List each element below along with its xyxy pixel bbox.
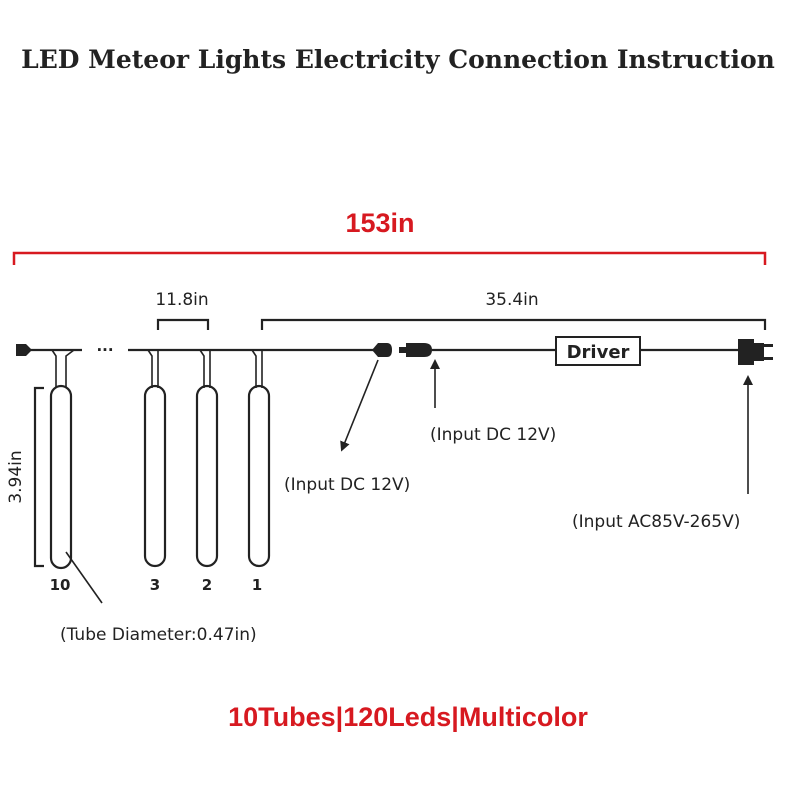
tube-number-2: 2: [202, 576, 212, 594]
driver-box: [555, 336, 641, 366]
total-length-bracket: [12, 251, 767, 265]
end-cap: [16, 344, 32, 356]
female-dc-connector: [372, 343, 392, 357]
tube-diameter-pointer: [65, 551, 103, 604]
ac-plug: [738, 339, 773, 365]
driver-label: Driver: [567, 342, 630, 363]
page-title: LED Meteor Lights Electricity Connection…: [21, 45, 775, 74]
female-dc-arrow: [340, 359, 379, 452]
spacing-bracket: [156, 318, 210, 330]
tube-10: [49, 349, 75, 570]
product-summary: 10Tubes|120Leds|Multicolor: [228, 702, 588, 732]
lead-length-bracket: [260, 318, 767, 330]
input-dc-female-label: (Input DC 12V): [284, 475, 410, 495]
male-dc-connector: [399, 343, 432, 357]
tube-number-3: 3: [150, 576, 160, 594]
tube-2: [195, 349, 219, 568]
input-ac-label: (Input AC85V-265V): [572, 512, 740, 532]
lead-length-label: 35.4in: [485, 290, 538, 310]
input-dc-male-label: (Input DC 12V): [430, 425, 556, 445]
tube-number-1: 1: [252, 576, 262, 594]
tube-3: [143, 349, 167, 568]
tube-length-bracket: [33, 386, 44, 568]
tube-length-label: 3.94in: [6, 450, 26, 503]
total-length-label: 153in: [345, 208, 414, 238]
tube-ellipsis: ···: [96, 341, 113, 359]
tube-number-10: 10: [50, 576, 71, 594]
tube-1: [247, 349, 271, 568]
spacing-label: 11.8in: [155, 290, 208, 310]
tube-diameter-label: (Tube Diameter:0.47in): [60, 625, 257, 645]
